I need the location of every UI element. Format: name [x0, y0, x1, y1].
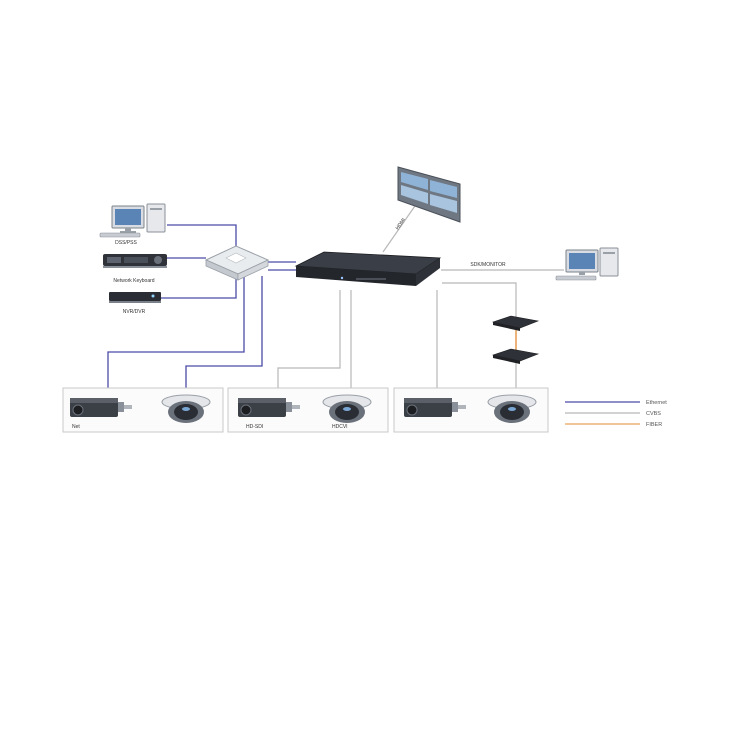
legend-fiber-label: FIBER [646, 422, 662, 428]
ethernet-line-dome-camera [185, 276, 263, 396]
legend-ethernet-label: Ethernet [646, 400, 667, 406]
recorder-icon [109, 292, 161, 301]
camera-group-1: Net [62, 387, 224, 433]
pc-workstation-left: DSS/PSS [99, 203, 166, 246]
video-wall: HDMI [395, 166, 461, 231]
camera-group-2: HD-SDI HDCVI [227, 387, 389, 433]
pc-left-label: DSS/PSS [115, 240, 137, 246]
box-camera-icon [238, 398, 300, 417]
legend: Ethernet CVBS FIBER [565, 400, 667, 428]
coax-line-to-fiber [442, 282, 517, 318]
dome-camera-icon [487, 394, 537, 423]
pc-workstation-right: SDK/MONITOR [470, 247, 619, 281]
dome-camera-icon [161, 394, 211, 423]
ethernet-line-recorder [160, 273, 237, 299]
connection-lines [107, 202, 564, 398]
box-camera-icon [70, 398, 132, 417]
sdk-link-label: SDK/MONITOR [470, 262, 506, 268]
box-camera-label: HD-SDI [246, 424, 263, 430]
pc-tower-right-icon [599, 247, 619, 277]
recorder: NVR/DVR [109, 292, 161, 315]
camera-group-3 [393, 387, 549, 433]
dome-camera-label: HDCVI [332, 424, 348, 430]
keyboard-label: Network Keyboard [113, 278, 154, 284]
legend-cvbs-label: CVBS [646, 411, 661, 417]
fiber-transceivers [491, 315, 540, 364]
recorder-label: NVR/DVR [123, 309, 146, 315]
video-decoder [294, 251, 442, 286]
box-camera-label: Net [72, 424, 80, 430]
ethernet-line-net-camera [107, 275, 245, 398]
coax-line-hdsdi [277, 290, 341, 398]
ethernet-line-pc [167, 224, 237, 248]
dome-camera-icon [322, 394, 372, 423]
box-camera-icon [404, 398, 466, 417]
network-switch [204, 245, 270, 281]
hdmi-line [382, 202, 418, 253]
keyboard-small-icon [99, 232, 141, 238]
pc-tower-icon [146, 203, 166, 233]
network-keyboard: Network Keyboard [103, 254, 167, 284]
